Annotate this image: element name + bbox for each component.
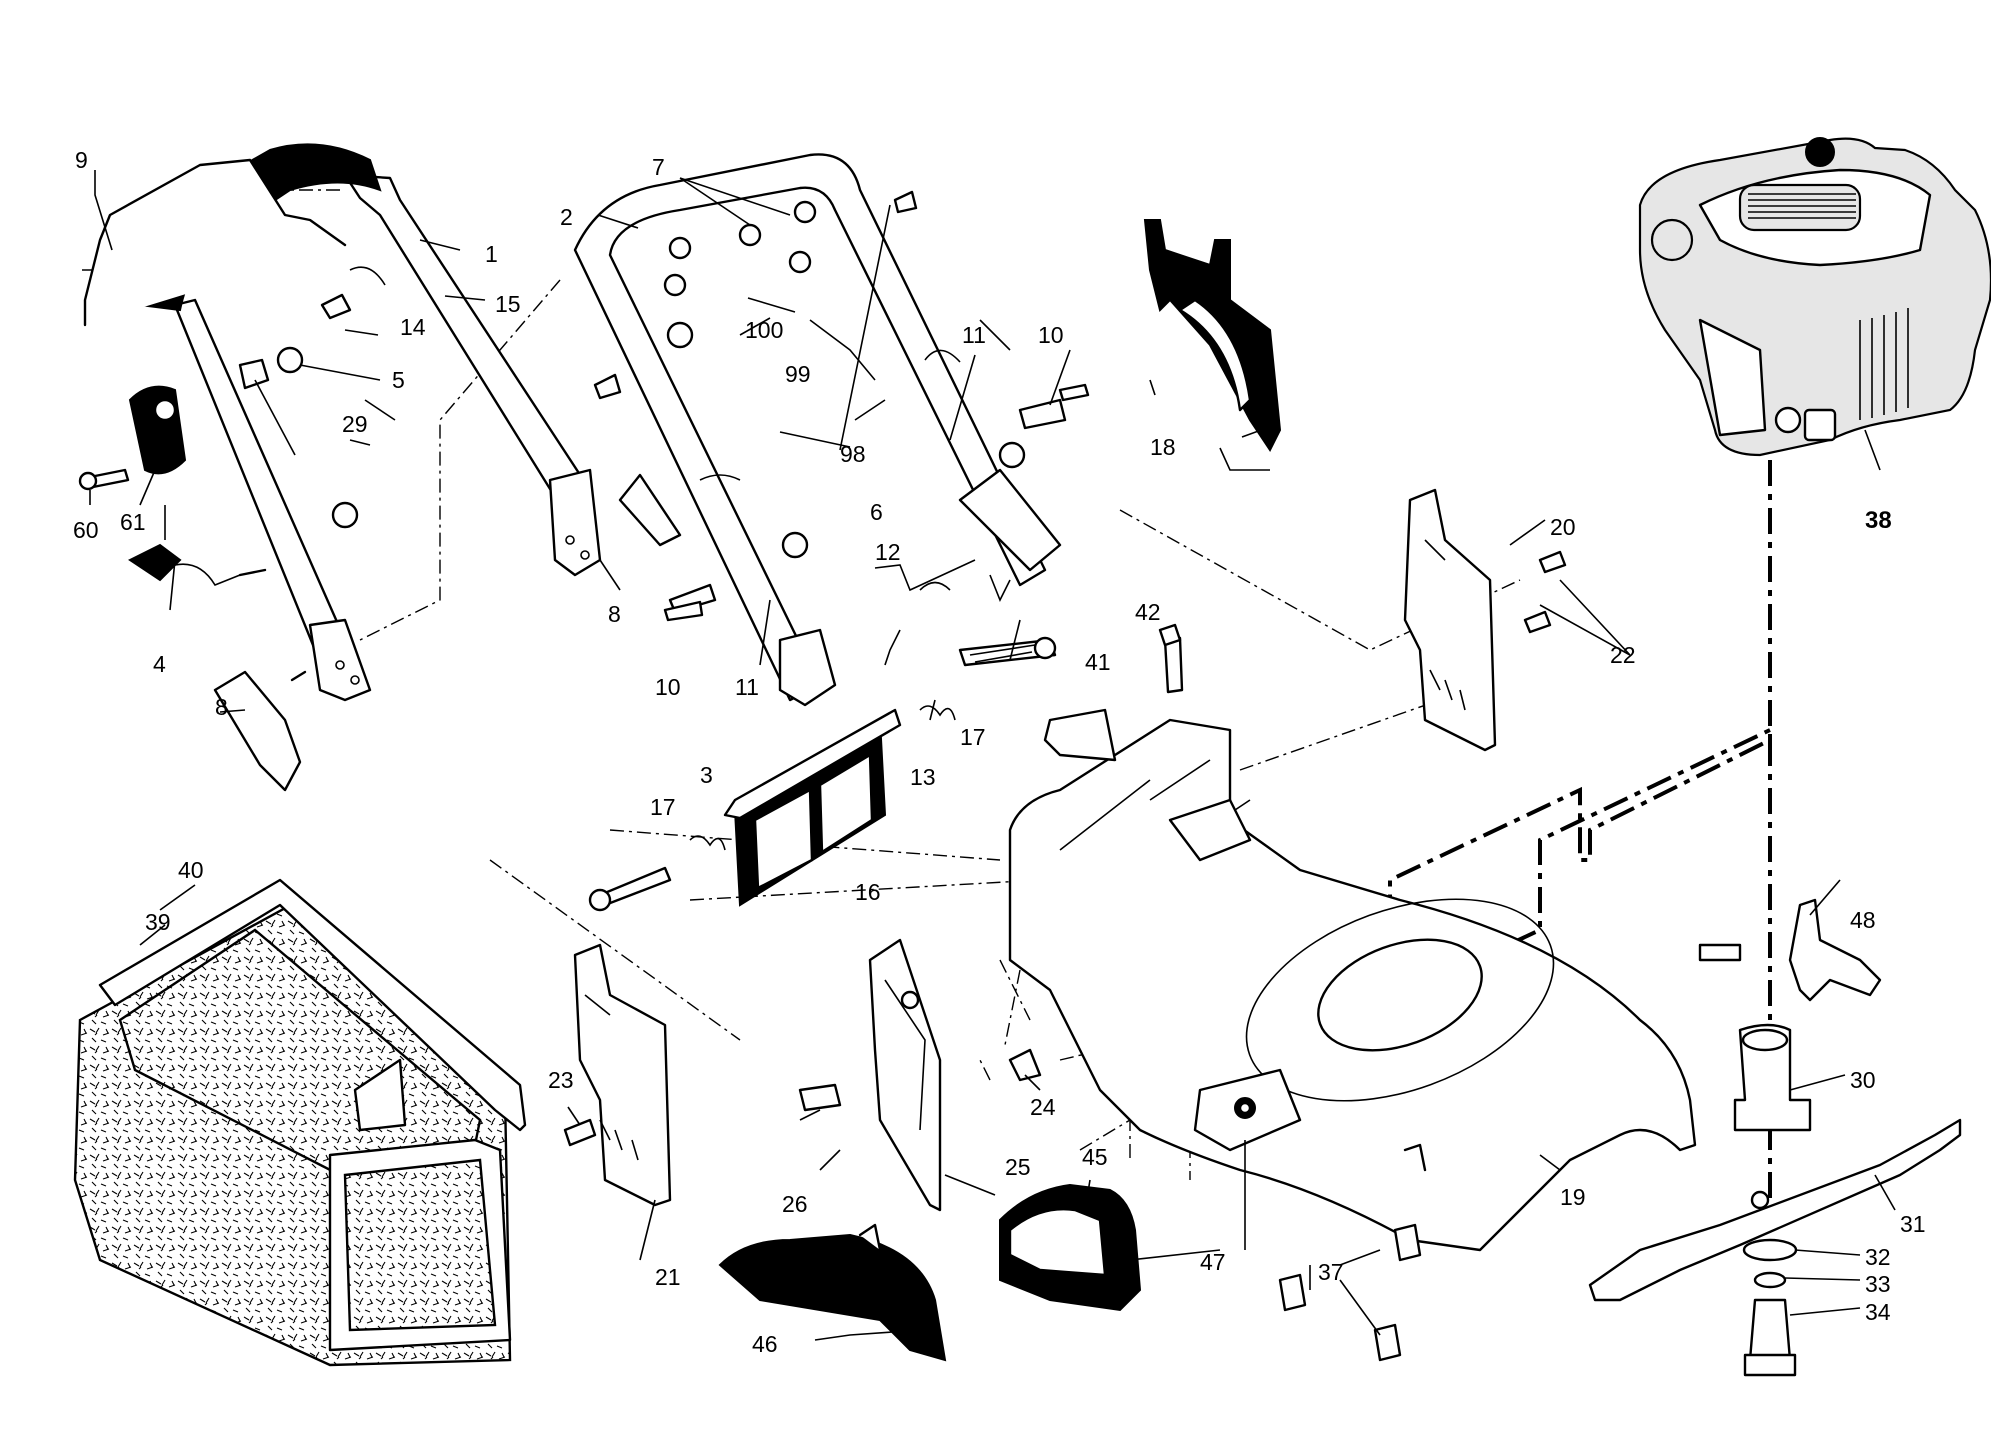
callout-34: 34 bbox=[1865, 1299, 1891, 1325]
callout-41: 41 bbox=[1085, 649, 1111, 675]
hardware-left bbox=[78, 266, 386, 792]
lower-handle bbox=[573, 153, 1062, 707]
callout-24: 24 bbox=[1030, 1094, 1056, 1120]
callout-47: 47 bbox=[1200, 1249, 1226, 1275]
callout-8: 8 bbox=[608, 601, 621, 627]
callout-5: 5 bbox=[392, 367, 405, 393]
callout-25: 25 bbox=[1005, 1154, 1031, 1180]
callout-19: 19 bbox=[1560, 1184, 1586, 1210]
callout-38: 38 bbox=[1865, 507, 1892, 534]
callout-20: 20 bbox=[1550, 514, 1576, 540]
callout-45: 45 bbox=[1082, 1144, 1108, 1170]
callout-7: 7 bbox=[652, 154, 665, 180]
callout-17-left: 17 bbox=[650, 794, 676, 820]
callout-12: 12 bbox=[875, 539, 901, 565]
callout-6: 6 bbox=[870, 499, 883, 525]
callout-32: 32 bbox=[1865, 1244, 1891, 1270]
callout-98: 98 bbox=[840, 441, 866, 467]
callout-99: 99 bbox=[785, 361, 811, 387]
rear-door bbox=[588, 636, 1057, 912]
callout-100: 100 bbox=[745, 317, 783, 343]
engine bbox=[1638, 137, 1991, 457]
callout-17: 17 bbox=[960, 724, 986, 750]
callout-60: 60 bbox=[73, 517, 99, 543]
callout-33: 33 bbox=[1865, 1271, 1891, 1297]
callout-14: 14 bbox=[400, 314, 426, 340]
blade-assembly bbox=[1008, 623, 1962, 1377]
callout-1: 1 bbox=[485, 241, 498, 267]
callout-37: 37 bbox=[1318, 1259, 1344, 1285]
grass-catcher bbox=[73, 878, 527, 1367]
callout-29: 29 bbox=[342, 411, 368, 437]
callout-40: 40 bbox=[178, 857, 204, 883]
callout-labels: 1 2 3 4 5 6 7 8 8 9 10 10 11 11 12 13 14… bbox=[73, 147, 1926, 1357]
callout-15: 15 bbox=[495, 291, 521, 317]
callout-3: 3 bbox=[700, 762, 713, 788]
callout-10: 10 bbox=[1038, 322, 1064, 348]
callout-13: 13 bbox=[910, 764, 936, 790]
callout-46: 46 bbox=[752, 1331, 778, 1357]
mower-deck bbox=[1008, 718, 1697, 1252]
control-bail bbox=[83, 158, 347, 327]
callout-16: 16 bbox=[855, 879, 881, 905]
callout-11-lower: 11 bbox=[735, 674, 759, 700]
callout-2: 2 bbox=[560, 204, 573, 230]
callout-10-lower: 10 bbox=[655, 674, 681, 700]
callout-42: 42 bbox=[1135, 599, 1161, 625]
callout-22: 22 bbox=[1610, 642, 1636, 668]
callout-30: 30 bbox=[1850, 1067, 1876, 1093]
callout-21: 21 bbox=[655, 1264, 681, 1290]
callout-4: 4 bbox=[153, 651, 166, 677]
callout-39: 39 bbox=[145, 909, 171, 935]
callout-8-lower: 8 bbox=[215, 694, 228, 720]
callout-61: 61 bbox=[120, 509, 146, 535]
callout-26: 26 bbox=[782, 1191, 808, 1217]
callout-18: 18 bbox=[1150, 434, 1176, 460]
height-adjusters bbox=[563, 488, 1567, 1207]
hardware-center bbox=[593, 190, 1090, 666]
upper-handle bbox=[138, 143, 602, 702]
callout-23: 23 bbox=[548, 1067, 574, 1093]
callout-11: 11 bbox=[962, 322, 986, 348]
callout-9: 9 bbox=[75, 147, 88, 173]
callout-31: 31 bbox=[1900, 1211, 1926, 1237]
deflectors bbox=[718, 219, 1282, 1362]
leader-lines bbox=[89, 170, 1896, 1341]
callout-48: 48 bbox=[1850, 907, 1876, 933]
